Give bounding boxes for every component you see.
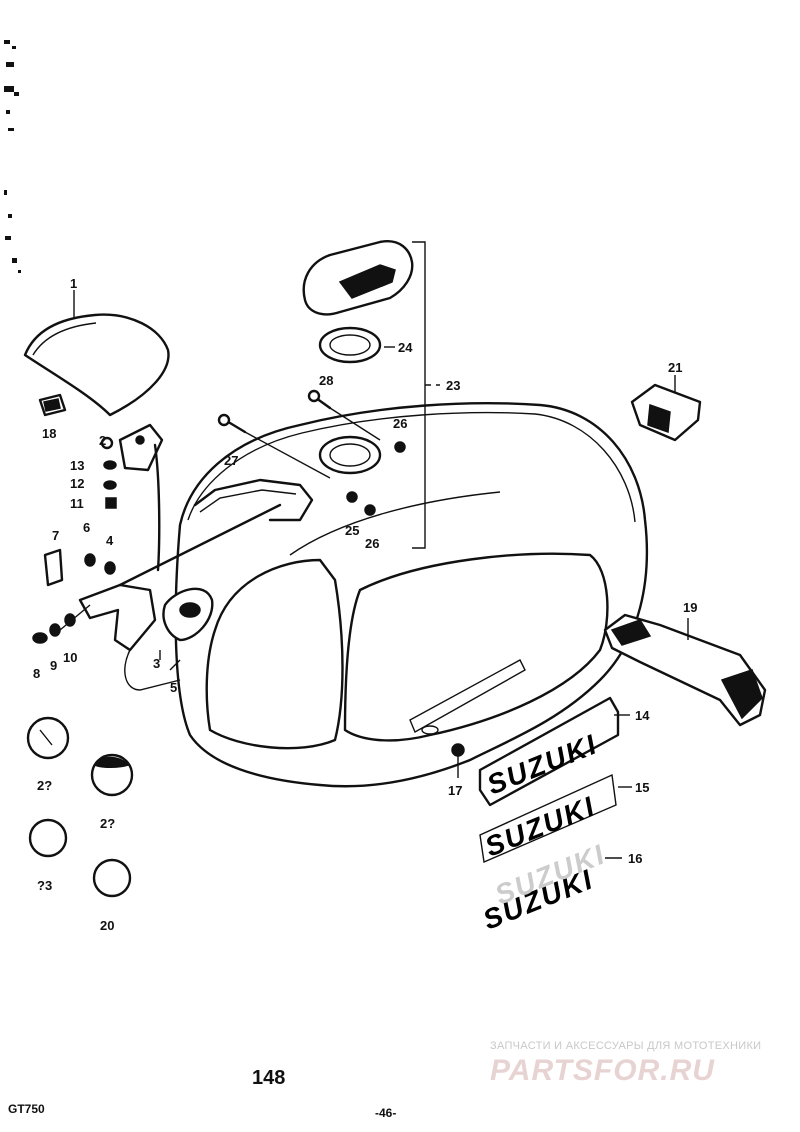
rubber-mount-21	[630, 383, 702, 442]
grommets	[26, 716, 134, 898]
label-1: 1	[70, 276, 77, 291]
label-4: 4	[106, 533, 114, 548]
label-28: 28	[319, 373, 333, 388]
sheet-number: -46-	[375, 1106, 396, 1120]
label-22a: 2?	[37, 778, 52, 793]
label-27: 27	[224, 453, 238, 468]
label-6: 6	[83, 520, 90, 535]
label-24: 24	[398, 340, 413, 355]
label-25: 25	[345, 523, 359, 538]
part-number-labels: 1 2 3 4 5 6 7 8 9 10 11 12 13 14 15 16 1…	[33, 276, 697, 933]
label-7: 7	[52, 528, 59, 543]
fuel-tank	[174, 402, 649, 788]
front-bracket-hardware	[100, 423, 164, 572]
label-23: 23	[446, 378, 460, 393]
page-footer: GT750 148 -46-	[8, 1067, 396, 1120]
page-number: 148	[252, 1067, 285, 1089]
label-18: 18	[42, 426, 56, 441]
label-26a: 26	[393, 416, 407, 431]
label-17: 17	[448, 783, 462, 798]
label-2: 2	[99, 433, 106, 448]
label-13: 13	[70, 458, 84, 473]
scan-noise	[4, 40, 21, 273]
label-8: 8	[33, 666, 40, 681]
label-19: 19	[683, 600, 697, 615]
label-5: 5	[170, 680, 177, 695]
cushion-18	[38, 393, 67, 417]
label-22c: ?3	[37, 878, 52, 893]
label-12: 12	[70, 476, 84, 491]
label-26b: 26	[365, 536, 379, 551]
watermark-text: ЗАПЧАСТИ И АКСЕССУАРЫ ДЛЯ МОТОТЕХНИКИ	[490, 1040, 761, 1052]
assembly-bracket-23	[412, 241, 440, 549]
label-9: 9	[50, 658, 57, 673]
fuel-cap-assembly	[217, 240, 414, 516]
leader-lines	[73, 290, 689, 859]
label-15: 15	[635, 780, 649, 795]
rubber-strip-19	[603, 613, 767, 727]
clip-17	[451, 743, 465, 757]
label-21: 21	[668, 360, 682, 375]
label-20: 20	[100, 918, 114, 933]
label-16: 16	[628, 851, 642, 866]
knee-pad	[23, 313, 170, 417]
watermark-logo: PARTSFOR.RU	[490, 1054, 715, 1087]
watermark: ЗАПЧАСТИ И АКСЕССУАРЫ ДЛЯ МОТОТЕХНИКИ PA…	[490, 1040, 761, 1087]
label-10: 10	[63, 650, 77, 665]
label-3: 3	[153, 656, 160, 671]
model-code: GT750	[8, 1102, 45, 1116]
label-11: 11	[70, 496, 84, 511]
label-14: 14	[635, 708, 650, 723]
rear-bracket-assembly	[32, 503, 282, 691]
label-22b: 2?	[100, 816, 115, 831]
